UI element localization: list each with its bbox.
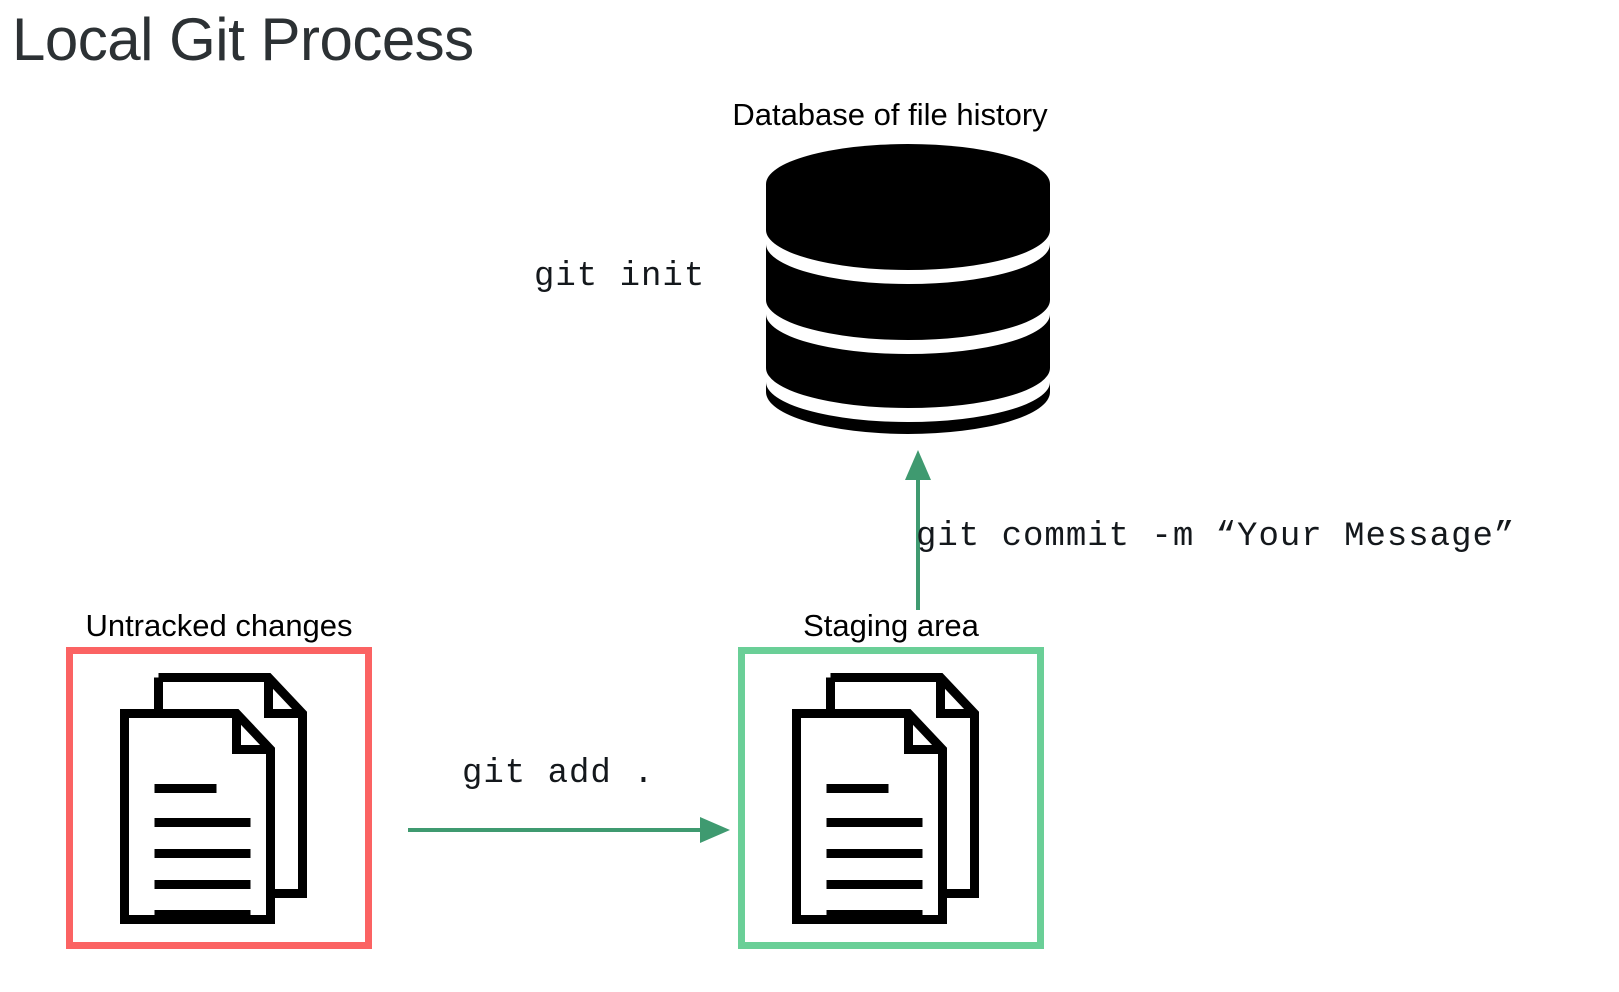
command-label-git-commit: git commit -m “Your Message” bbox=[916, 518, 1516, 556]
arrow-staging-to-database bbox=[878, 440, 958, 610]
staging-area-label: Staging area bbox=[803, 608, 979, 643]
staging-area-box bbox=[738, 647, 1044, 949]
untracked-changes-box bbox=[66, 647, 372, 949]
documents-icon bbox=[117, 672, 322, 925]
database-label: Database of file history bbox=[732, 97, 1048, 132]
untracked-changes-label: Untracked changes bbox=[85, 608, 353, 643]
page-title: Local Git Process bbox=[12, 6, 474, 73]
command-label-git-add: git add . bbox=[462, 755, 655, 793]
documents-icon bbox=[789, 672, 994, 925]
database-cylinder-icon bbox=[762, 142, 1054, 434]
command-label-git-init: git init bbox=[534, 258, 706, 296]
arrow-untracked-to-staging bbox=[400, 808, 740, 854]
